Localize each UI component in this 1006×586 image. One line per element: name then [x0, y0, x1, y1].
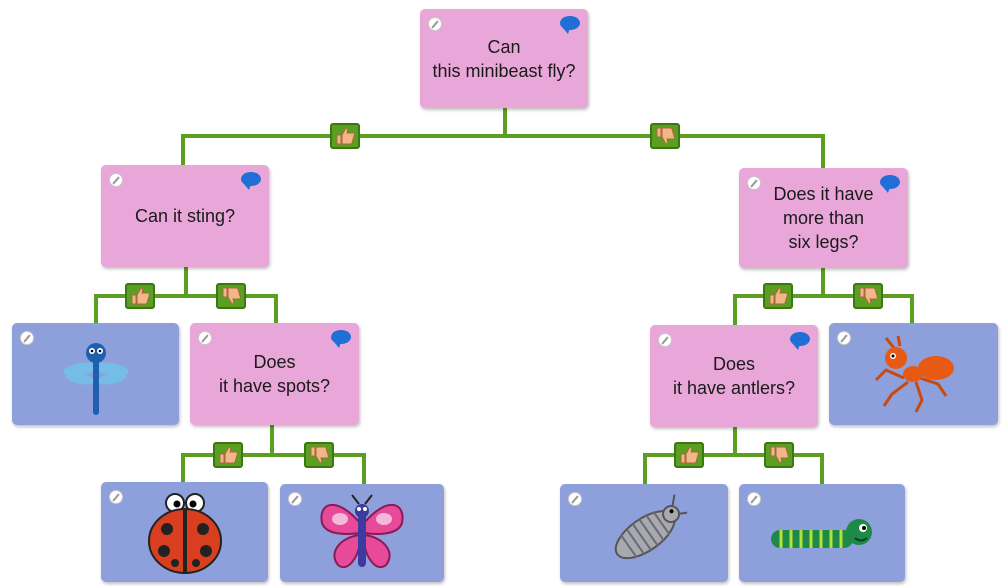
- dragonfly-icon: [62, 343, 129, 415]
- answer-butterfly-node[interactable]: [280, 484, 444, 582]
- speech-bubble-icon[interactable]: [790, 332, 810, 350]
- thumbs-down-icon: [853, 283, 883, 309]
- answer-woodlouse-node[interactable]: [560, 484, 728, 582]
- question-root-node[interactable]: Can this minibeast fly?: [420, 9, 588, 108]
- thumbs-down-icon: [650, 123, 680, 149]
- answer-ladybird-node[interactable]: [101, 482, 268, 582]
- speech-bubble-icon[interactable]: [560, 16, 580, 34]
- ant-icon: [874, 335, 954, 413]
- pencil-icon[interactable]: [837, 331, 851, 345]
- speech-bubble-icon[interactable]: [880, 175, 900, 193]
- pencil-icon[interactable]: [20, 331, 34, 345]
- thumbs-down-icon: [216, 283, 246, 309]
- pencil-icon[interactable]: [288, 492, 302, 506]
- pencil-icon[interactable]: [568, 492, 582, 506]
- butterfly-icon: [320, 494, 404, 568]
- question-text: Does it have antlers?: [672, 354, 796, 398]
- pencil-icon[interactable]: [109, 490, 123, 504]
- pencil-icon[interactable]: [658, 333, 672, 347]
- answer-dragonfly-node[interactable]: [12, 323, 179, 425]
- question-spots-node[interactable]: Does it have spots?: [190, 323, 359, 425]
- ladybird-icon: [147, 493, 222, 574]
- answer-ant-node[interactable]: [829, 323, 998, 425]
- speech-bubble-icon[interactable]: [331, 330, 351, 348]
- question-text: Does it have more than six legs?: [773, 184, 874, 252]
- question-text: Can it sting?: [134, 206, 236, 226]
- question-legs-node[interactable]: Does it have more than six legs?: [739, 168, 908, 268]
- woodlouse-icon: [614, 494, 688, 560]
- question-text: Can this minibeast fly?: [432, 36, 576, 81]
- thumbs-up-icon: [213, 442, 243, 468]
- thumbs-down-icon: [304, 442, 334, 468]
- speech-bubble-icon[interactable]: [241, 172, 261, 190]
- answer-caterpillar-node[interactable]: [739, 484, 905, 582]
- pencil-icon[interactable]: [198, 331, 212, 345]
- pencil-icon[interactable]: [428, 17, 442, 31]
- pencil-icon[interactable]: [747, 492, 761, 506]
- thumbs-up-icon: [125, 283, 155, 309]
- question-sting-node[interactable]: Can it sting?: [101, 165, 269, 267]
- caterpillar-icon: [771, 519, 872, 548]
- question-text: Does it have spots?: [218, 352, 331, 396]
- thumbs-up-icon: [763, 283, 793, 309]
- question-antlers-node[interactable]: Does it have antlers?: [650, 325, 818, 427]
- thumbs-down-icon: [764, 442, 794, 468]
- thumbs-up-icon: [674, 442, 704, 468]
- thumbs-up-icon: [330, 123, 360, 149]
- pencil-icon[interactable]: [109, 173, 123, 187]
- pencil-icon[interactable]: [747, 176, 761, 190]
